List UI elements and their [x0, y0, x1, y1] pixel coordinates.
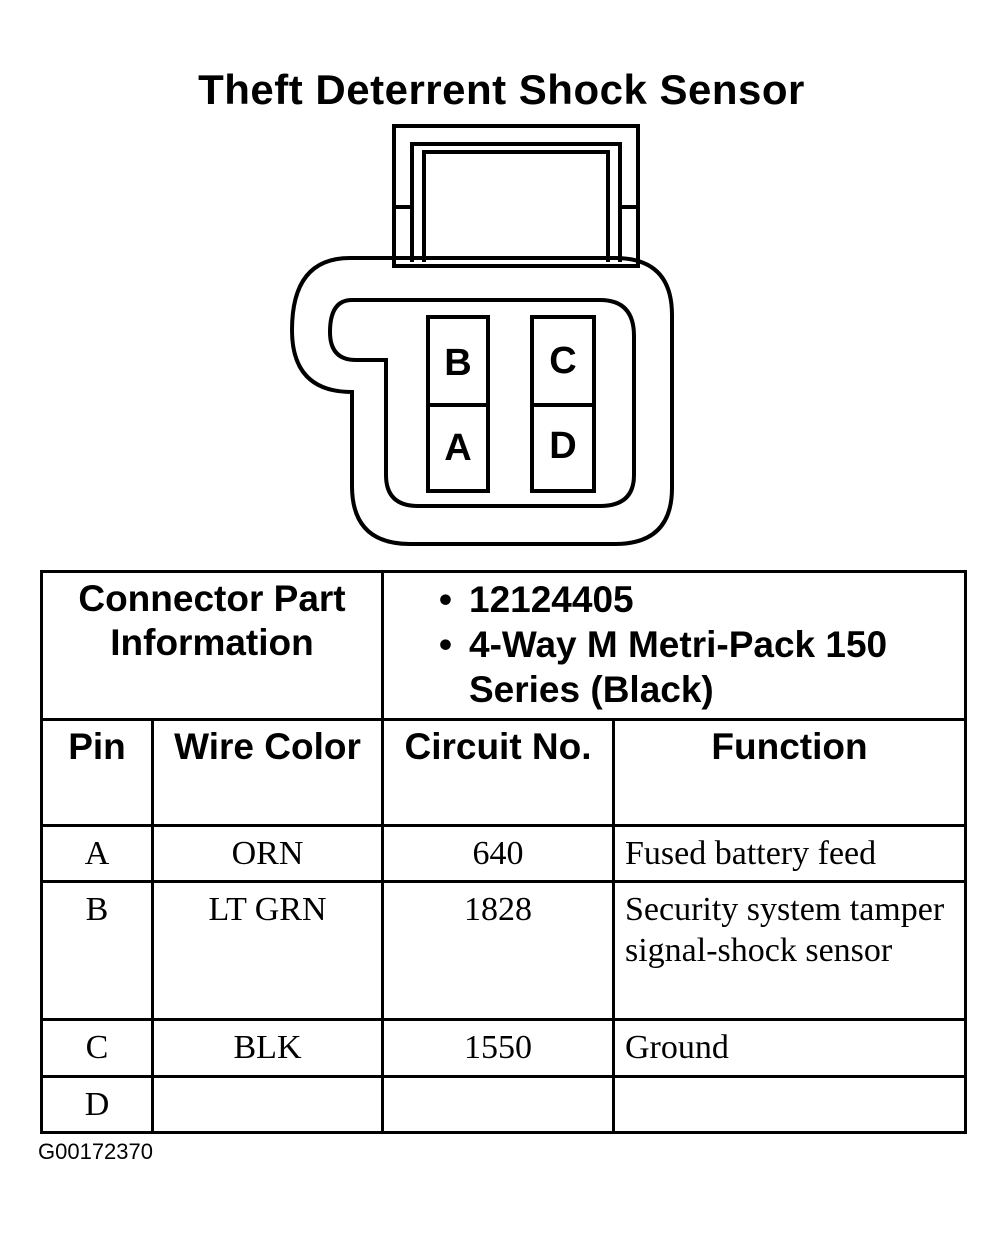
circuit-cell [381, 1075, 615, 1134]
circuit-cell: 1550 [381, 1018, 615, 1078]
pin-cell: A [40, 824, 154, 883]
pin-cell: C [40, 1018, 154, 1078]
pin-cavities [426, 315, 596, 493]
function-cell: Fused battery feed [612, 824, 967, 883]
image-id-label: G00172370 [38, 1139, 153, 1164]
circuit-cell: 640 [381, 824, 615, 883]
part-info-label: Connector Part Information [40, 570, 384, 721]
header-circuit-no: Circuit No. [381, 718, 615, 827]
wire-color-cell: LT GRN [151, 880, 384, 1021]
header-pin: Pin [40, 718, 154, 827]
function-cell: Security system tamper signal-shock sens… [612, 880, 967, 1021]
part-info-row: Connector Part Information •12124405 •4-… [40, 570, 967, 721]
pin-label-a: A [444, 427, 471, 469]
pin-label-d: D [549, 425, 576, 467]
pin-cell: B [40, 880, 154, 1021]
pin-cavity-a [426, 403, 490, 493]
header-function: Function [612, 718, 967, 827]
part-info-item: •4-Way M Metri-Pack 150 Series (Black) [439, 624, 888, 710]
part-info-item: •12124405 [439, 579, 634, 620]
part-info-values: •12124405 •4-Way M Metri-Pack 150 Series… [381, 570, 967, 721]
header-wire-color: Wire Color [151, 718, 384, 827]
part-description: 4-Way M Metri-Pack 150 Series (Black) [469, 624, 888, 710]
pin-cavity-d [530, 403, 596, 493]
connector-inner-housing [327, 298, 636, 508]
wire-color-cell [151, 1075, 384, 1134]
connector-face-illustration: B C A D [289, 124, 674, 546]
function-cell: Ground [612, 1018, 967, 1078]
circuit-cell: 1828 [381, 880, 615, 1021]
pin-cell: D [40, 1075, 154, 1134]
table-row: B LT GRN 1828 Security system tamper sig… [40, 880, 967, 1021]
pin-label-b: B [444, 342, 471, 384]
diagram-title: Theft Deterrent Shock Sensor [198, 66, 805, 113]
header-row: Pin Wire Color Circuit No. Function [40, 718, 967, 827]
wire-color-cell: BLK [151, 1018, 384, 1078]
connector-lock-tab [392, 124, 640, 268]
connector-info-table: Connector Part Information •12124405 •4-… [40, 570, 967, 1134]
wire-color-cell: ORN [151, 824, 384, 883]
table-row: C BLK 1550 Ground [40, 1018, 967, 1078]
part-number: 12124405 [469, 579, 634, 620]
pin-label-c: C [549, 340, 576, 382]
table-row: D [40, 1075, 967, 1134]
connector-housing [289, 256, 674, 546]
function-cell [612, 1075, 967, 1134]
table-row: A ORN 640 Fused battery feed [40, 824, 967, 883]
